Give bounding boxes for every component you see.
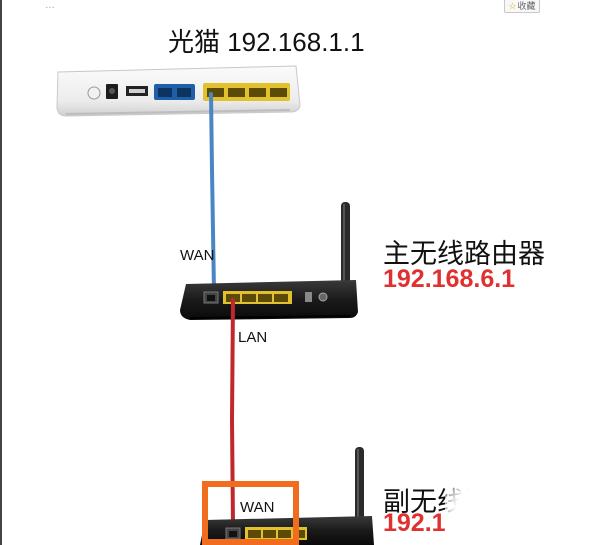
main-router-lan-label: LAN — [238, 329, 268, 346]
optical-modem — [56, 65, 301, 117]
page-left-border — [0, 0, 2, 545]
page-top-text: … — [45, 0, 55, 11]
sub-router-ip: 192.1 — [383, 509, 446, 537]
favorite-button[interactable]: ☆收藏 — [504, 0, 540, 13]
modem-label: 光猫 192.168.1.1 — [168, 27, 365, 57]
blue-cable — [209, 92, 216, 294]
main-router-name: 主无线路由器 — [383, 239, 545, 269]
main-router — [180, 202, 358, 320]
red-cable — [229, 298, 235, 527]
blurred-watermark — [445, 475, 545, 545]
star-icon: ☆ — [508, 1, 517, 11]
sub-router-wan-label: WAN — [240, 499, 275, 516]
favorite-label: 收藏 — [517, 1, 536, 11]
sub-router — [200, 447, 374, 545]
main-router-ip: 192.168.6.1 — [383, 265, 516, 293]
wan-highlight-box — [202, 481, 299, 545]
main-router-wan-label: WAN — [180, 247, 215, 264]
